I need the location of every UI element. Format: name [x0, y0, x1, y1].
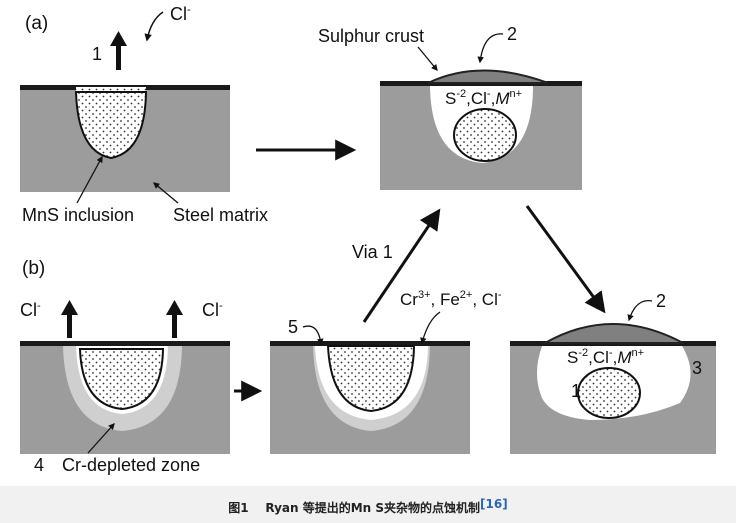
via-1-label: Via 1: [352, 242, 393, 262]
sulphur-crust-label: Sulphur crust: [318, 26, 424, 46]
arrow-left-shaft: [67, 313, 72, 338]
number-5: 5: [288, 317, 298, 337]
mns-inclusion-remnant: [577, 367, 641, 419]
arrow-to-b-right: [525, 205, 606, 314]
arrow-right-shaft: [172, 313, 177, 338]
mns-pointer: [76, 155, 103, 204]
mns-inclusion: [74, 91, 148, 160]
panel-b-label: (b): [22, 258, 45, 279]
passive-film: [270, 341, 470, 346]
arrow-1-number: 1: [92, 44, 102, 64]
mns-inclusion-remnant: [453, 108, 517, 162]
ion-list: S-2,Cl-,Mn+: [445, 88, 522, 108]
dissolved-ions: Cr3+, Fe2+, Cl-: [400, 289, 502, 309]
arrow-right-head: [166, 300, 183, 315]
ions-pointer: [420, 311, 441, 345]
panel-b-left: (b) Cl- Cl- 4 Cr-depleted zone: [20, 258, 230, 475]
passive-film: [20, 341, 230, 346]
chloride-arrow: [144, 11, 164, 42]
crust-number-pointer: [477, 33, 504, 64]
caption-bar: [0, 486, 736, 523]
panel-a-right: S-2,Cl-,Mn+ Sulphur crust 2: [318, 24, 582, 190]
panel-a-left: (a) 1 Cl- MnS inclusion Steel matrix: [20, 4, 268, 225]
mns-label: MnS inclusion: [22, 205, 134, 225]
chloride-label: Cl-: [170, 4, 191, 24]
caption-text: Ryan 等提出的Mn S夹杂物的点蚀机制: [265, 501, 481, 515]
panel-b-middle: 5 Cr3+, Fe2+, Cl- Via 1: [270, 242, 502, 454]
pitting-mechanism-diagram: (a) 1 Cl- MnS inclusion Steel matrix S-2…: [20, 4, 716, 475]
crust-number: 2: [507, 24, 517, 44]
steel-pointer: [153, 182, 179, 204]
inclusion-top: [76, 87, 146, 91]
arrow-1-head: [110, 31, 127, 46]
arrow-1-shaft: [116, 44, 121, 70]
figure-number: 图1: [228, 501, 249, 515]
figure-caption: 图1 Ryan 等提出的Mn S夹杂物的点蚀机制[16]: [0, 497, 736, 516]
arrow-left-head: [61, 300, 78, 315]
reference-link[interactable]: [16]: [480, 497, 508, 511]
number-3: 3: [692, 358, 702, 378]
ion-list: S-2,Cl-,Mn+: [567, 347, 644, 367]
steel-label: Steel matrix: [173, 205, 268, 225]
panel-b-right: S-2,Cl-,Mn+ 2 3 1: [510, 291, 716, 454]
sulphur-crust: [427, 69, 549, 84]
cr-depleted-label: Cr-depleted zone: [62, 455, 200, 475]
zone-pointer: [87, 423, 115, 454]
sulphur-crust: [541, 323, 684, 344]
chloride-left-label: Cl-: [20, 300, 41, 320]
chloride-right-label: Cl-: [202, 300, 223, 320]
number-5-pointer: [302, 325, 324, 346]
number-4: 4: [34, 455, 44, 475]
mns-inclusion: [326, 345, 416, 413]
number-1: 1: [571, 381, 581, 401]
mns-inclusion: [78, 348, 165, 411]
arrow-via-1: [362, 208, 441, 323]
crust-pointer: [417, 46, 438, 72]
crust-number: 2: [656, 291, 666, 311]
panel-a-label: (a): [25, 13, 48, 34]
crust-number-pointer: [627, 299, 653, 322]
